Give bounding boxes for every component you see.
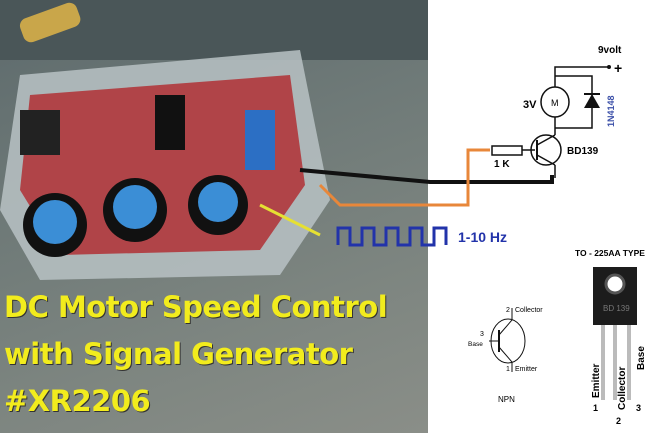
frequency-label: 1-10 Hz xyxy=(458,229,507,245)
symbol-pin-3: 3 xyxy=(480,331,484,338)
npn-label: NPN xyxy=(498,395,515,404)
output-wire xyxy=(259,203,321,237)
signal-wire xyxy=(318,148,490,207)
power-jack xyxy=(20,110,60,155)
dc-jack-plug xyxy=(19,2,81,43)
resistor-label: 1 K xyxy=(494,159,510,170)
ground-wire xyxy=(299,168,554,184)
signal-generator-photo xyxy=(0,0,428,433)
package-label: TO - 225AA TYPE xyxy=(575,248,645,258)
leg-number-3: 3 xyxy=(636,403,641,413)
knob-2-cap xyxy=(113,185,157,229)
square-wave xyxy=(336,226,448,247)
transistor-label: BD139 xyxy=(567,146,599,157)
supply-label: 9volt xyxy=(598,45,622,56)
knob-3-cap xyxy=(198,182,238,222)
leg-number-1: 1 xyxy=(593,403,598,413)
title-line-3: #XR2206 xyxy=(4,384,151,418)
motor-letter: M xyxy=(551,98,559,108)
title-line-2: with Signal Generator xyxy=(4,337,353,371)
chip-marking: BD 139 xyxy=(603,304,630,313)
symbol-pin-1: 1 xyxy=(506,366,510,373)
motor-voltage-label: 3V xyxy=(523,99,537,111)
symbol-base-label: Base xyxy=(468,341,483,348)
knob-1-cap xyxy=(33,200,77,244)
plus-sign: + xyxy=(614,60,622,76)
leg-label-collector: Collector xyxy=(617,367,628,410)
symbol-pin-2: 2 xyxy=(506,307,510,314)
leg-label-emitter: Emitter xyxy=(591,363,602,398)
motor-symbol xyxy=(540,86,570,118)
mounting-hole xyxy=(604,273,626,295)
symbol-emitter-label: Emitter xyxy=(515,366,538,373)
transistor-symbol xyxy=(530,134,562,166)
leg-label-base: Base xyxy=(636,346,647,370)
xr2206-chip xyxy=(155,95,185,150)
diode-symbol xyxy=(584,94,600,108)
board-illustration xyxy=(0,0,428,280)
symbol-collector-label: Collector xyxy=(515,307,543,314)
title-line-1: DC Motor Speed Control xyxy=(4,290,388,324)
leg-number-2: 2 xyxy=(616,416,621,426)
terminal-block xyxy=(245,110,275,170)
diode-label: 1N4148 xyxy=(606,95,616,127)
resistor-symbol xyxy=(491,145,523,156)
